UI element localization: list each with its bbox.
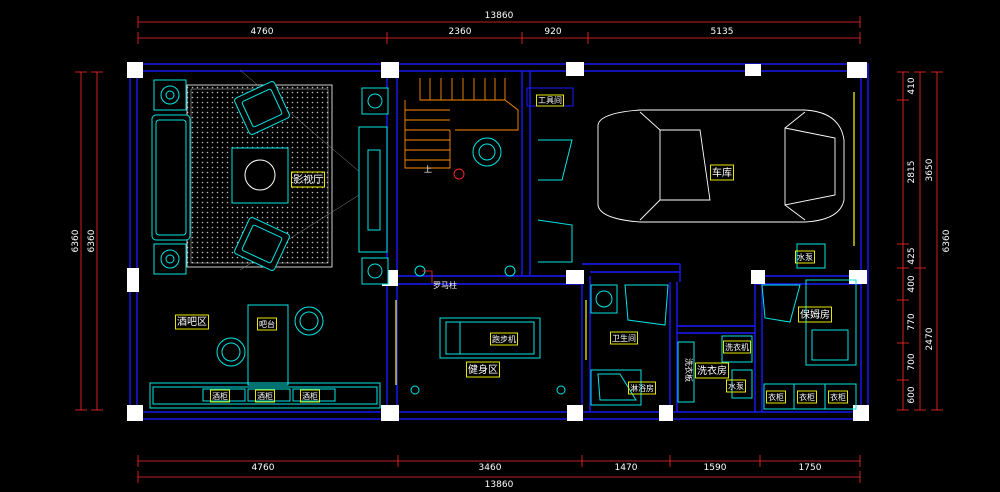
dimension-lines bbox=[75, 16, 943, 483]
service-area: 卫生间 淋浴房 洗衣板 洗衣机 洗衣房 水泵 保姆房 衣柜 衣柜 衣柜 bbox=[590, 279, 857, 410]
dim-top-seg-3: 920 bbox=[544, 27, 561, 37]
bathroom-label: 卫生间 bbox=[612, 333, 636, 343]
water-pump-top-label-frame bbox=[795, 250, 815, 264]
tool-room-label: 工具间 bbox=[538, 96, 562, 105]
dim-right-mid-1: 3650 bbox=[925, 158, 935, 181]
bar-area-label: 酒吧区 bbox=[177, 316, 207, 328]
dim-right-seg-3: 425 bbox=[907, 247, 917, 264]
dimension-labels: 13860 4760 2360 920 5135 4760 3460 1470 … bbox=[71, 11, 952, 490]
dim-bottom-total: 13860 bbox=[485, 480, 514, 490]
water-pump-top-label: 水泵 bbox=[797, 252, 813, 262]
dim-right-seg-6: 700 bbox=[907, 353, 917, 370]
window-lines bbox=[395, 92, 855, 385]
columns bbox=[127, 62, 869, 421]
laundry-label: 洗衣房 bbox=[697, 364, 727, 377]
tool-room-label-frame bbox=[536, 94, 564, 107]
bathroom-label-frame bbox=[610, 331, 638, 345]
garage-label-frame bbox=[710, 164, 734, 181]
theater-label: 影视厅 bbox=[293, 173, 323, 186]
treadmill-label-frame bbox=[490, 332, 518, 346]
washer-label-frame bbox=[723, 340, 751, 354]
nanny-room-label-frame bbox=[798, 306, 832, 323]
nanny-room-label: 保姆房 bbox=[800, 308, 830, 321]
dim-top-total: 13860 bbox=[485, 11, 514, 21]
garage-label: 车库 bbox=[712, 166, 732, 179]
theater-label-frame bbox=[291, 171, 325, 188]
wardrobe-label-1: 衣柜 bbox=[768, 392, 784, 402]
wardrobe-label-2: 衣柜 bbox=[799, 392, 815, 402]
dim-bottom-seg-4: 1590 bbox=[704, 463, 727, 473]
bar-counter-label: 吧台 bbox=[259, 319, 275, 329]
wine-cabinet-label-3-frame bbox=[300, 389, 320, 403]
dim-left-inner: 6360 bbox=[87, 229, 97, 252]
wine-cabinet-label-1-frame bbox=[210, 389, 230, 403]
wine-cabinet-label-1: 酒柜 bbox=[212, 391, 228, 401]
gym-label-frame bbox=[466, 361, 500, 378]
dim-right-seg-1: 410 bbox=[907, 77, 917, 94]
water-pump-bottom-label: 水泵 bbox=[728, 381, 744, 391]
treadmill-label: 跑步机 bbox=[492, 334, 516, 344]
shower-label: 淋浴房 bbox=[630, 383, 654, 393]
wine-cabinet-label-3: 酒柜 bbox=[302, 391, 318, 401]
bar-area: 酒吧区 吧台 酒柜 酒柜 酒柜 bbox=[149, 304, 381, 409]
bar-area-label-frame bbox=[175, 314, 209, 330]
water-pump-bottom-label-frame bbox=[726, 379, 746, 393]
dim-right-seg-7: 600 bbox=[907, 386, 917, 403]
theater-area: 影视厅 bbox=[151, 69, 389, 285]
dim-right-seg-4: 400 bbox=[907, 275, 917, 292]
roman-column-label: 罗马柱 bbox=[433, 280, 457, 290]
dim-bottom-seg-5: 1750 bbox=[799, 463, 822, 473]
gym-label: 健身区 bbox=[468, 363, 498, 376]
wardrobe-label-3: 衣柜 bbox=[830, 392, 846, 402]
wine-cabinet-label-2-frame bbox=[255, 389, 275, 403]
washboard-label: 洗衣板 bbox=[684, 358, 694, 382]
dim-bottom-seg-1: 4760 bbox=[252, 463, 275, 473]
bar-counter-label-frame bbox=[257, 317, 277, 331]
stair-up-label: 上 bbox=[424, 165, 432, 174]
dim-right-mid-2: 2470 bbox=[925, 327, 935, 350]
stair-area: 上 工具间 罗马柱 跑步机 健身区 bbox=[404, 78, 574, 395]
dim-bottom-seg-3: 1470 bbox=[615, 463, 638, 473]
wardrobe-label-3-frame bbox=[828, 390, 848, 404]
garage-area: 车库 水泵 bbox=[537, 109, 845, 269]
walls bbox=[129, 63, 869, 420]
dim-right-seg-5: 770 bbox=[907, 313, 917, 330]
laundry-label-frame bbox=[695, 362, 729, 379]
dim-bottom-seg-2: 3460 bbox=[479, 463, 502, 473]
washer-label: 洗衣机 bbox=[725, 342, 749, 352]
shower-label-frame bbox=[628, 381, 656, 395]
wardrobe-label-1-frame bbox=[766, 390, 786, 404]
dim-right-total: 6360 bbox=[942, 229, 952, 252]
wine-cabinet-label-2: 酒柜 bbox=[257, 391, 273, 401]
dim-left-outer: 6360 bbox=[71, 229, 81, 252]
dim-top-seg-1: 4760 bbox=[251, 27, 274, 37]
dim-right-seg-2: 2815 bbox=[907, 161, 917, 184]
wardrobe-label-2-frame bbox=[797, 390, 817, 404]
dim-top-seg-2: 2360 bbox=[449, 27, 472, 37]
dim-top-seg-4: 5135 bbox=[711, 27, 734, 37]
